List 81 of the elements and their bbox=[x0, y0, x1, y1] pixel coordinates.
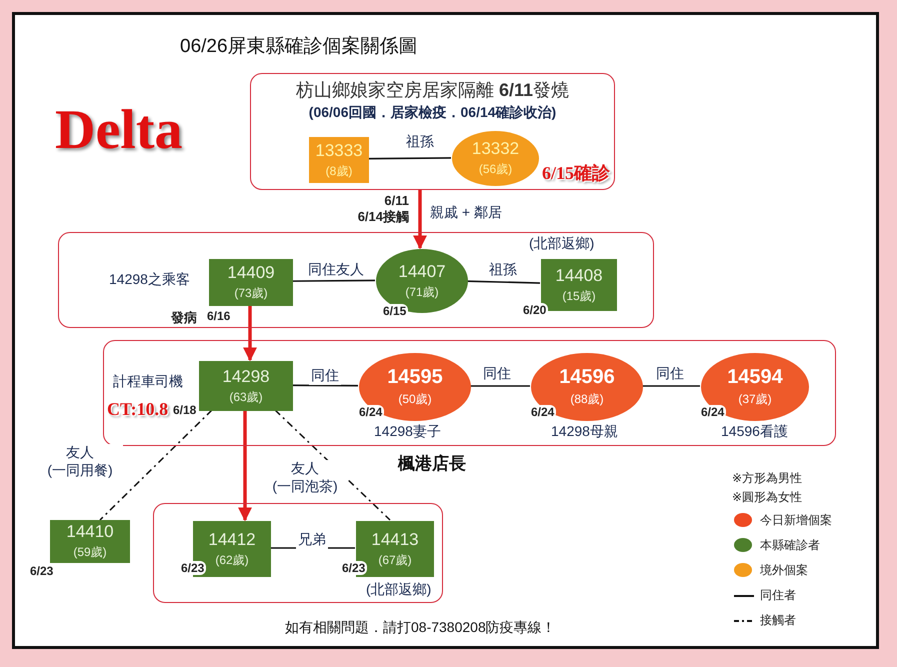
edge-label: 同住 bbox=[309, 367, 341, 385]
group-frame bbox=[58, 232, 654, 328]
age-text: (50歲) bbox=[398, 391, 432, 408]
age-text: (59歲) bbox=[73, 544, 107, 561]
date-text: 6/23 bbox=[28, 564, 56, 578]
case-number: 13332 bbox=[472, 139, 520, 159]
delta-heading: Delta bbox=[55, 98, 183, 162]
case-number: 14407 bbox=[398, 262, 446, 282]
connector bbox=[292, 384, 358, 386]
connector bbox=[466, 280, 540, 284]
date-text: 6/23 bbox=[179, 561, 206, 575]
age-text: (88歲) bbox=[570, 391, 604, 408]
legend-text: 本縣確診者 bbox=[760, 537, 820, 554]
case-number: 14594 bbox=[727, 366, 783, 389]
date-text: 6/24 bbox=[357, 405, 384, 419]
case-number: 14298 bbox=[222, 366, 270, 386]
note-text: 發病 bbox=[171, 310, 197, 327]
group-frame bbox=[153, 503, 443, 603]
age-text: (37歲) bbox=[738, 391, 772, 408]
title: 06/26屏東縣確診個案關係圖 bbox=[180, 34, 418, 59]
group-frame bbox=[103, 340, 836, 446]
age-text: (63歲) bbox=[229, 388, 263, 406]
case-number: 14408 bbox=[555, 266, 603, 286]
relation-note: 親戚 + 鄰居 bbox=[430, 204, 502, 222]
group-frame bbox=[250, 73, 615, 190]
arrow bbox=[243, 305, 257, 362]
connector bbox=[368, 157, 452, 160]
connector bbox=[642, 385, 700, 387]
age-text: (56歲) bbox=[478, 161, 512, 178]
arrow bbox=[413, 190, 427, 250]
date-text: 6/24 bbox=[529, 405, 556, 419]
legend-note: ※圓形為女性 bbox=[732, 489, 802, 506]
edge-label: 祖孫 bbox=[487, 261, 519, 279]
note-text: 14298母親 bbox=[551, 423, 618, 441]
edge-label: 同住友人 bbox=[306, 261, 366, 279]
date-text: 6/20 bbox=[521, 303, 548, 317]
note-text: (北部返鄉) bbox=[529, 235, 594, 253]
note-text: 14298之乘客 bbox=[109, 271, 190, 289]
group-subheading: (06/06回國．居家檢疫．06/14確診收治) bbox=[308, 104, 558, 122]
connector bbox=[292, 280, 376, 282]
legend-text: 同住者 bbox=[760, 587, 796, 604]
legend-text: 境外個案 bbox=[760, 562, 808, 579]
contact-line bbox=[99, 409, 213, 521]
note-text: (北部返鄉) bbox=[366, 581, 432, 599]
legend-text: 今日新增個案 bbox=[760, 512, 832, 529]
connector bbox=[470, 385, 530, 387]
date-text: 6/23 bbox=[340, 561, 368, 575]
group-heading: 枋山鄉娘家空房居家隔離 6/11發燒 bbox=[294, 79, 570, 102]
case-number: 14412 bbox=[208, 530, 256, 550]
edge-label: 同住 bbox=[654, 365, 686, 383]
store-note: 楓港店長 bbox=[398, 453, 466, 475]
age-text: (71歲) bbox=[405, 284, 439, 300]
note-text: 計程車司機 bbox=[113, 373, 183, 391]
age-text: (73歲) bbox=[234, 285, 268, 302]
case-number: 14595 bbox=[387, 366, 443, 389]
contact-line bbox=[274, 409, 391, 521]
case-number: 14596 bbox=[559, 366, 615, 389]
case-number: 14413 bbox=[371, 530, 419, 550]
age-text: (15歲) bbox=[562, 288, 596, 304]
legend-note: ※方形為男性 bbox=[732, 470, 802, 487]
age-text: (67歲) bbox=[378, 552, 412, 568]
date-text: 6/16 bbox=[205, 309, 232, 323]
date-text: 6/24 bbox=[699, 405, 726, 419]
edge-label: 同住 bbox=[481, 365, 513, 383]
date-text: 6/15 bbox=[381, 304, 408, 318]
case-number: 13333 bbox=[315, 140, 363, 160]
case-number: 14410 bbox=[66, 522, 114, 542]
age-text: (62歲) bbox=[215, 552, 249, 568]
note-text: 14596看護 bbox=[721, 423, 788, 441]
case-number: 14409 bbox=[227, 263, 275, 283]
age-text: (8歲) bbox=[326, 162, 352, 180]
edge-label: 兄弟 bbox=[296, 531, 328, 549]
case-square bbox=[309, 137, 369, 183]
note-text: CT:10.8 bbox=[107, 399, 168, 420]
note-text: 14298妻子 bbox=[374, 423, 441, 441]
date-text: 6/18 bbox=[171, 403, 198, 417]
note-text: 6/15確診 bbox=[542, 162, 610, 185]
footer-note: 如有相關問題．請打08-7380208防疫專線！ bbox=[285, 619, 556, 637]
legend-text: 接觸者 bbox=[760, 612, 796, 629]
arrow bbox=[238, 410, 252, 522]
edge-label: 祖孫 bbox=[404, 133, 436, 151]
